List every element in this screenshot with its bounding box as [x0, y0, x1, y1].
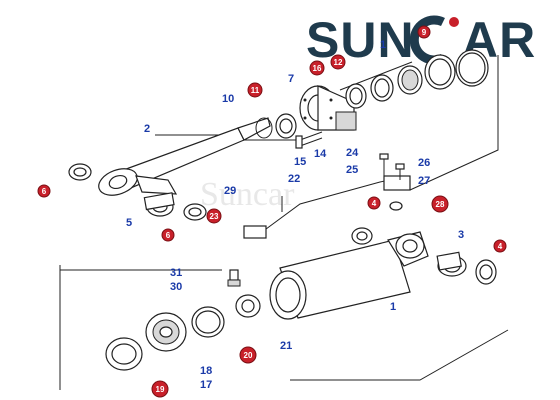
- logo-text-left: SUN: [306, 12, 415, 68]
- svg-text:4: 4: [372, 199, 377, 208]
- piston-group-lower: [105, 294, 261, 371]
- label-part-17: 17: [200, 379, 212, 391]
- bushing-part-5: [143, 192, 175, 217]
- badge-part-9: 9: [417, 25, 431, 39]
- label-part-25: 25: [346, 164, 358, 176]
- bushing-part-3: [436, 251, 467, 277]
- badge-part-28: 28: [431, 195, 449, 213]
- piston-rod-part: [98, 117, 271, 196]
- bolts-part-14-15: [295, 131, 323, 149]
- svg-text:20: 20: [244, 351, 253, 360]
- svg-text:6: 6: [42, 187, 47, 196]
- badge-part-4-center: 4: [367, 196, 381, 210]
- svg-text:16: 16: [313, 64, 322, 73]
- label-part-14: 14: [314, 148, 327, 160]
- svg-text:9: 9: [422, 28, 427, 37]
- dust-seal-part-6-lower: [183, 203, 207, 221]
- label-part-10: 10: [222, 93, 234, 105]
- badge-part-12: 12: [330, 54, 346, 70]
- dust-seal-part-4-right: [475, 259, 497, 285]
- label-part-5: 5: [126, 217, 132, 229]
- snap-rings-part-10-11: [255, 113, 297, 139]
- badge-part-23: 23: [206, 208, 222, 224]
- badge-part-6-lower: 6: [161, 228, 175, 242]
- dust-seal-part-6-left: [68, 163, 92, 181]
- label-part-26: 26: [418, 157, 430, 169]
- label-part-31: 31: [170, 267, 182, 279]
- dust-seal-part-4-center: [351, 227, 373, 245]
- watermark-text: Suncar: [200, 176, 295, 213]
- badge-part-6-left: 6: [37, 184, 51, 198]
- svg-text:6: 6: [166, 231, 171, 240]
- bolts-part-24-27: [379, 153, 405, 180]
- svg-text:28: 28: [436, 200, 445, 209]
- label-part-15: 15: [294, 156, 306, 168]
- cylinder-tube-part-1: [269, 231, 429, 320]
- logo-c-gear-icon: [409, 15, 459, 65]
- svg-text:4: 4: [498, 242, 503, 251]
- label-part-21: 21: [280, 340, 292, 352]
- svg-text:12: 12: [334, 58, 343, 67]
- label-part-27: 27: [418, 175, 430, 187]
- svg-text:19: 19: [156, 385, 165, 394]
- pipe-part-22: [243, 175, 411, 239]
- svg-text:23: 23: [210, 212, 219, 221]
- nut-part-30-31: [227, 269, 241, 287]
- badge-part-11: 11: [247, 82, 263, 98]
- label-part-22: 22: [288, 173, 300, 185]
- cylinder-head-part-7: [299, 85, 357, 131]
- washer-part-28: [389, 201, 403, 211]
- badge-part-16: 16: [309, 60, 325, 76]
- label-part-24: 24: [346, 147, 359, 159]
- label-part-18: 18: [200, 365, 212, 377]
- label-part-30: 30: [170, 281, 182, 293]
- svg-text:11: 11: [251, 86, 260, 95]
- label-part-3: 3: [458, 229, 464, 241]
- label-part-1-top: 1: [380, 39, 386, 51]
- label-part-29: 29: [224, 185, 236, 197]
- label-part-1: 1: [390, 301, 396, 313]
- seal-rings-upper-group: [345, 49, 489, 109]
- label-part-2: 2: [144, 123, 150, 135]
- badge-part-19: 19: [151, 380, 169, 398]
- label-part-7: 7: [288, 73, 294, 85]
- badge-part-4-right: 4: [493, 239, 507, 253]
- badge-part-20: 20: [239, 346, 257, 364]
